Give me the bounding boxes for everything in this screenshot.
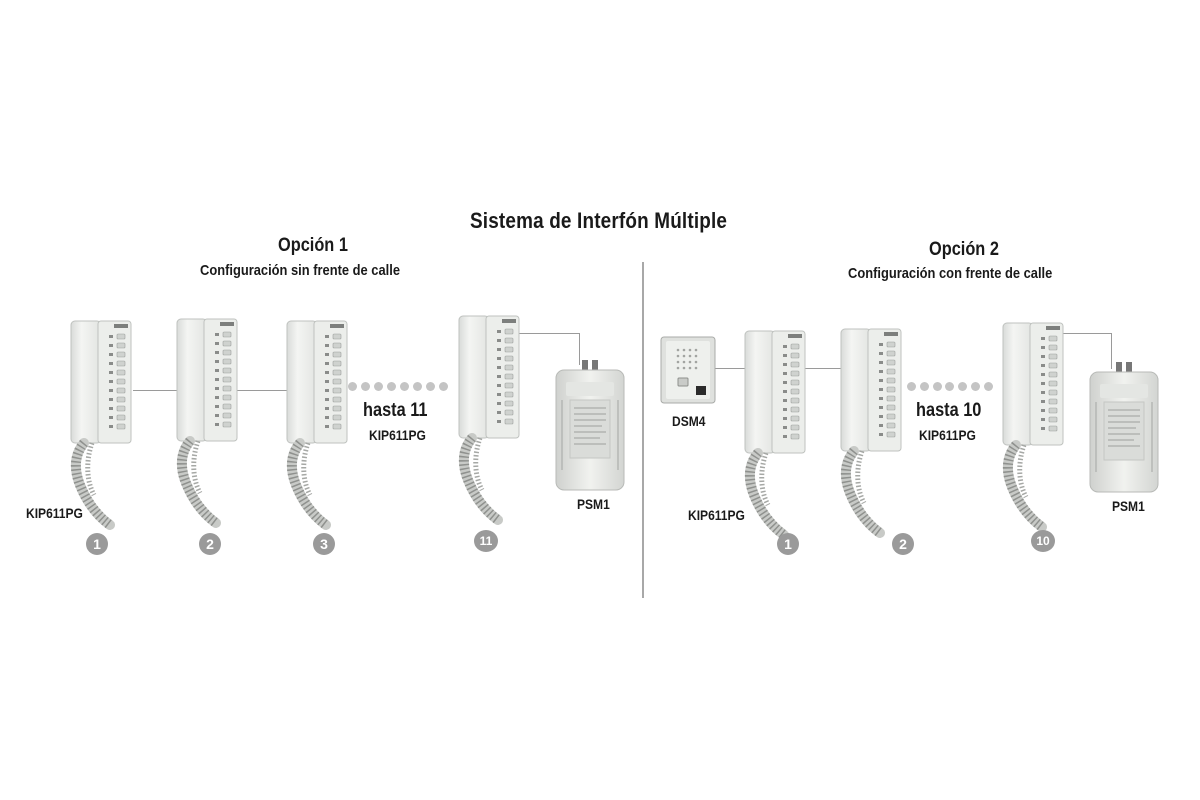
power-supply-psm1 (1088, 362, 1160, 494)
dot (983, 382, 993, 391)
option1-range-model: KIP611PG (369, 427, 426, 443)
intercom-phone-1 (744, 330, 806, 540)
dot (439, 382, 448, 391)
option2-model-label: KIP611PG (688, 507, 745, 523)
intercom-phone-11 (458, 315, 520, 525)
dot (374, 382, 383, 391)
dot (400, 382, 409, 391)
intercom-phone-1 (70, 320, 132, 530)
dot (387, 382, 396, 391)
option1-model-label: KIP611PG (26, 505, 83, 521)
wire-door-1 (712, 368, 746, 369)
continuation-dots (348, 382, 448, 391)
dot (413, 382, 422, 391)
wire-10-psu (1056, 333, 1112, 334)
station-number: 2 (892, 533, 914, 555)
wire-psu-drop (1111, 333, 1112, 369)
option2-power-label: PSM1 (1112, 498, 1145, 514)
option2-range-label: hasta 10 (916, 400, 982, 421)
dot (361, 382, 370, 391)
intercom-phone-2 (176, 318, 238, 528)
dot (945, 382, 955, 391)
dot (932, 382, 942, 391)
option2-heading: Opción 2 (929, 239, 999, 260)
wire-2-3 (231, 390, 287, 391)
option-divider (642, 262, 644, 598)
wire-1-2 (800, 368, 842, 369)
option1-heading: Opción 1 (278, 235, 348, 256)
intercom-phone-10 (1002, 322, 1064, 532)
station-number: 10 (1031, 530, 1055, 552)
diagram-title: Sistema de Interfón Múltiple (470, 208, 728, 233)
station-number: 11 (474, 530, 498, 552)
option2-door-label: DSM4 (672, 413, 706, 429)
wire-1-2 (133, 390, 177, 391)
option2-subheading: Configuración con frente de calle (848, 265, 1053, 282)
station-number: 2 (199, 533, 221, 555)
station-number: 3 (313, 533, 335, 555)
option1-subheading: Configuración sin frente de calle (200, 262, 400, 279)
dot (907, 382, 916, 391)
option1-power-label: PSM1 (577, 496, 610, 512)
dot (348, 382, 357, 391)
continuation-dots (907, 382, 993, 391)
station-number: 1 (86, 533, 108, 555)
door-panel-dsm4 (660, 336, 716, 404)
power-supply-psm1 (554, 360, 626, 492)
wire-psu-drop (579, 333, 580, 365)
dot (958, 382, 968, 391)
dot (426, 382, 435, 391)
option2-range-model: KIP611PG (919, 427, 976, 443)
intercom-phone-2 (840, 328, 902, 538)
dot (971, 382, 981, 391)
intercom-phone-3 (286, 320, 348, 530)
option1-range-label: hasta 11 (363, 400, 428, 421)
dot (919, 382, 929, 391)
wire-11-psu (514, 333, 580, 334)
station-number: 1 (777, 533, 799, 555)
